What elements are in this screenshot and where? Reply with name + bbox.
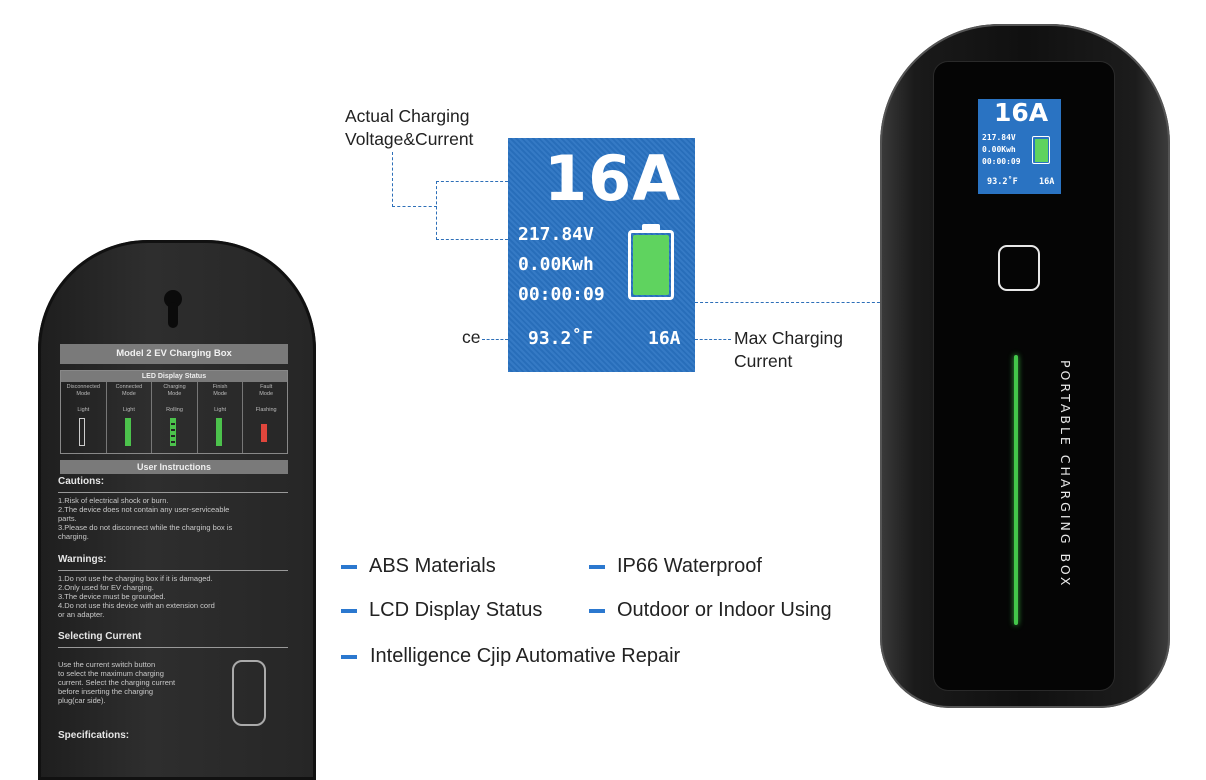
touch-button[interactable] — [998, 245, 1040, 291]
led-col-disconnected: Disconnected Mode Light — [61, 382, 107, 453]
mini-battery-fill — [1034, 138, 1048, 162]
led-col-fault: Fault Mode Flashing — [243, 382, 289, 453]
led-col-finish: Finish Mode Light — [198, 382, 244, 453]
led-bar-icon — [261, 424, 268, 442]
mini-display-voltage: 217.84V — [982, 133, 1016, 142]
led-status-table: LED Display Status Disconnected Mode Lig… — [60, 370, 288, 454]
warnings-text: 1.Do not use the charging box if it is d… — [58, 574, 215, 619]
warnings-heading: Warnings: — [58, 554, 107, 565]
connector-line — [392, 152, 393, 207]
led-light-label: Light — [77, 407, 90, 413]
device-lcd-screen: 16A 217.84V 0.00Kwh 00:00:09 93.2˚F 16A — [978, 98, 1061, 194]
bullet-icon — [589, 609, 605, 613]
feature-intelligence-repair: Intelligence Cjip Automative Repair — [370, 645, 681, 667]
led-mode-label: Connected Mode — [115, 384, 143, 397]
display-energy: 0.00Kwh — [518, 254, 594, 275]
display-max-current: 16A — [648, 328, 681, 349]
mini-battery-icon — [1032, 136, 1050, 164]
user-instructions-heading: User Instructions — [60, 460, 288, 474]
plug-switch-icon — [232, 660, 266, 726]
divider — [58, 570, 288, 571]
display-time: 00:00:09 — [518, 284, 605, 305]
callout-max-current: Max Charging Current — [734, 328, 843, 371]
feature-ip66: IP66 Waterproof — [617, 555, 762, 577]
led-light-label: Flashing — [255, 407, 277, 413]
led-mode-label: Charging Mode — [163, 384, 186, 397]
bullet-icon — [341, 655, 357, 659]
mini-display-current: 16A — [994, 98, 1049, 127]
display-temperature: 93.2˚F — [528, 328, 594, 349]
display-voltage: 217.84V — [518, 224, 594, 245]
connector-line — [695, 339, 731, 340]
mini-display-max-current: 16A — [1039, 177, 1055, 187]
mini-display-energy: 0.00Kwh — [982, 145, 1016, 154]
led-col-connected: Connected Mode Light — [107, 382, 153, 453]
bullet-icon — [341, 565, 357, 569]
mini-display-temperature: 93.2˚F — [987, 177, 1018, 187]
device-side-text: PORTABLE CHARGING BOX — [1058, 360, 1073, 589]
led-light-label: Light — [122, 407, 135, 413]
feature-abs-materials: ABS Materials — [369, 555, 496, 577]
divider — [58, 647, 288, 648]
connector-line — [392, 206, 437, 207]
selecting-current-heading: Selecting Current — [58, 631, 142, 642]
connector-line — [436, 181, 508, 182]
led-mode-label: Fault Mode — [259, 384, 274, 397]
led-status-heading: LED Display Status — [61, 371, 287, 382]
connector-line — [482, 339, 508, 340]
feature-lcd-display: LCD Display Status — [369, 599, 543, 621]
led-mode-label: Finish Mode — [212, 384, 228, 397]
led-mode-label: Disconnected Mode — [66, 384, 100, 397]
status-led-strip — [1014, 355, 1018, 625]
battery-fill — [633, 235, 669, 295]
callout-temperature: ce — [462, 327, 481, 347]
divider — [58, 492, 288, 493]
led-light-label: Light — [214, 407, 227, 413]
label-title: Model 2 EV Charging Box — [60, 344, 288, 364]
battery-icon-cap — [642, 224, 660, 231]
led-col-charging: Charging Mode Rolling — [152, 382, 198, 453]
led-bar-icon — [170, 418, 177, 446]
battery-icon — [628, 230, 674, 300]
lcd-display-zoom: 16A 217.84V 0.00Kwh 00:00:09 93.2˚F 16A — [508, 138, 695, 372]
connector-line — [695, 302, 885, 303]
cautions-text: 1.Risk of electrical shock or burn. 2.Th… — [58, 496, 233, 541]
keyhole-icon — [162, 290, 184, 330]
connector-line — [436, 181, 437, 240]
led-bar-icon — [215, 418, 222, 446]
led-light-label: Rolling — [166, 407, 183, 413]
bullet-icon — [341, 609, 357, 613]
callout-voltage-current: Actual Charging Voltage&Current — [345, 106, 474, 149]
selecting-current-text: Use the current switch button to select … — [58, 660, 176, 705]
device-back: Model 2 EV Charging Box LED Display Stat… — [38, 240, 316, 780]
led-bar-icon — [79, 418, 85, 446]
led-bar-icon — [124, 418, 131, 446]
display-current: 16A — [544, 142, 682, 215]
connector-line — [436, 239, 508, 240]
cautions-heading: Cautions: — [58, 476, 105, 487]
bullet-icon — [589, 565, 605, 569]
feature-outdoor-indoor: Outdoor or Indoor Using — [617, 599, 832, 621]
mini-display-time: 00:00:09 — [982, 157, 1021, 166]
